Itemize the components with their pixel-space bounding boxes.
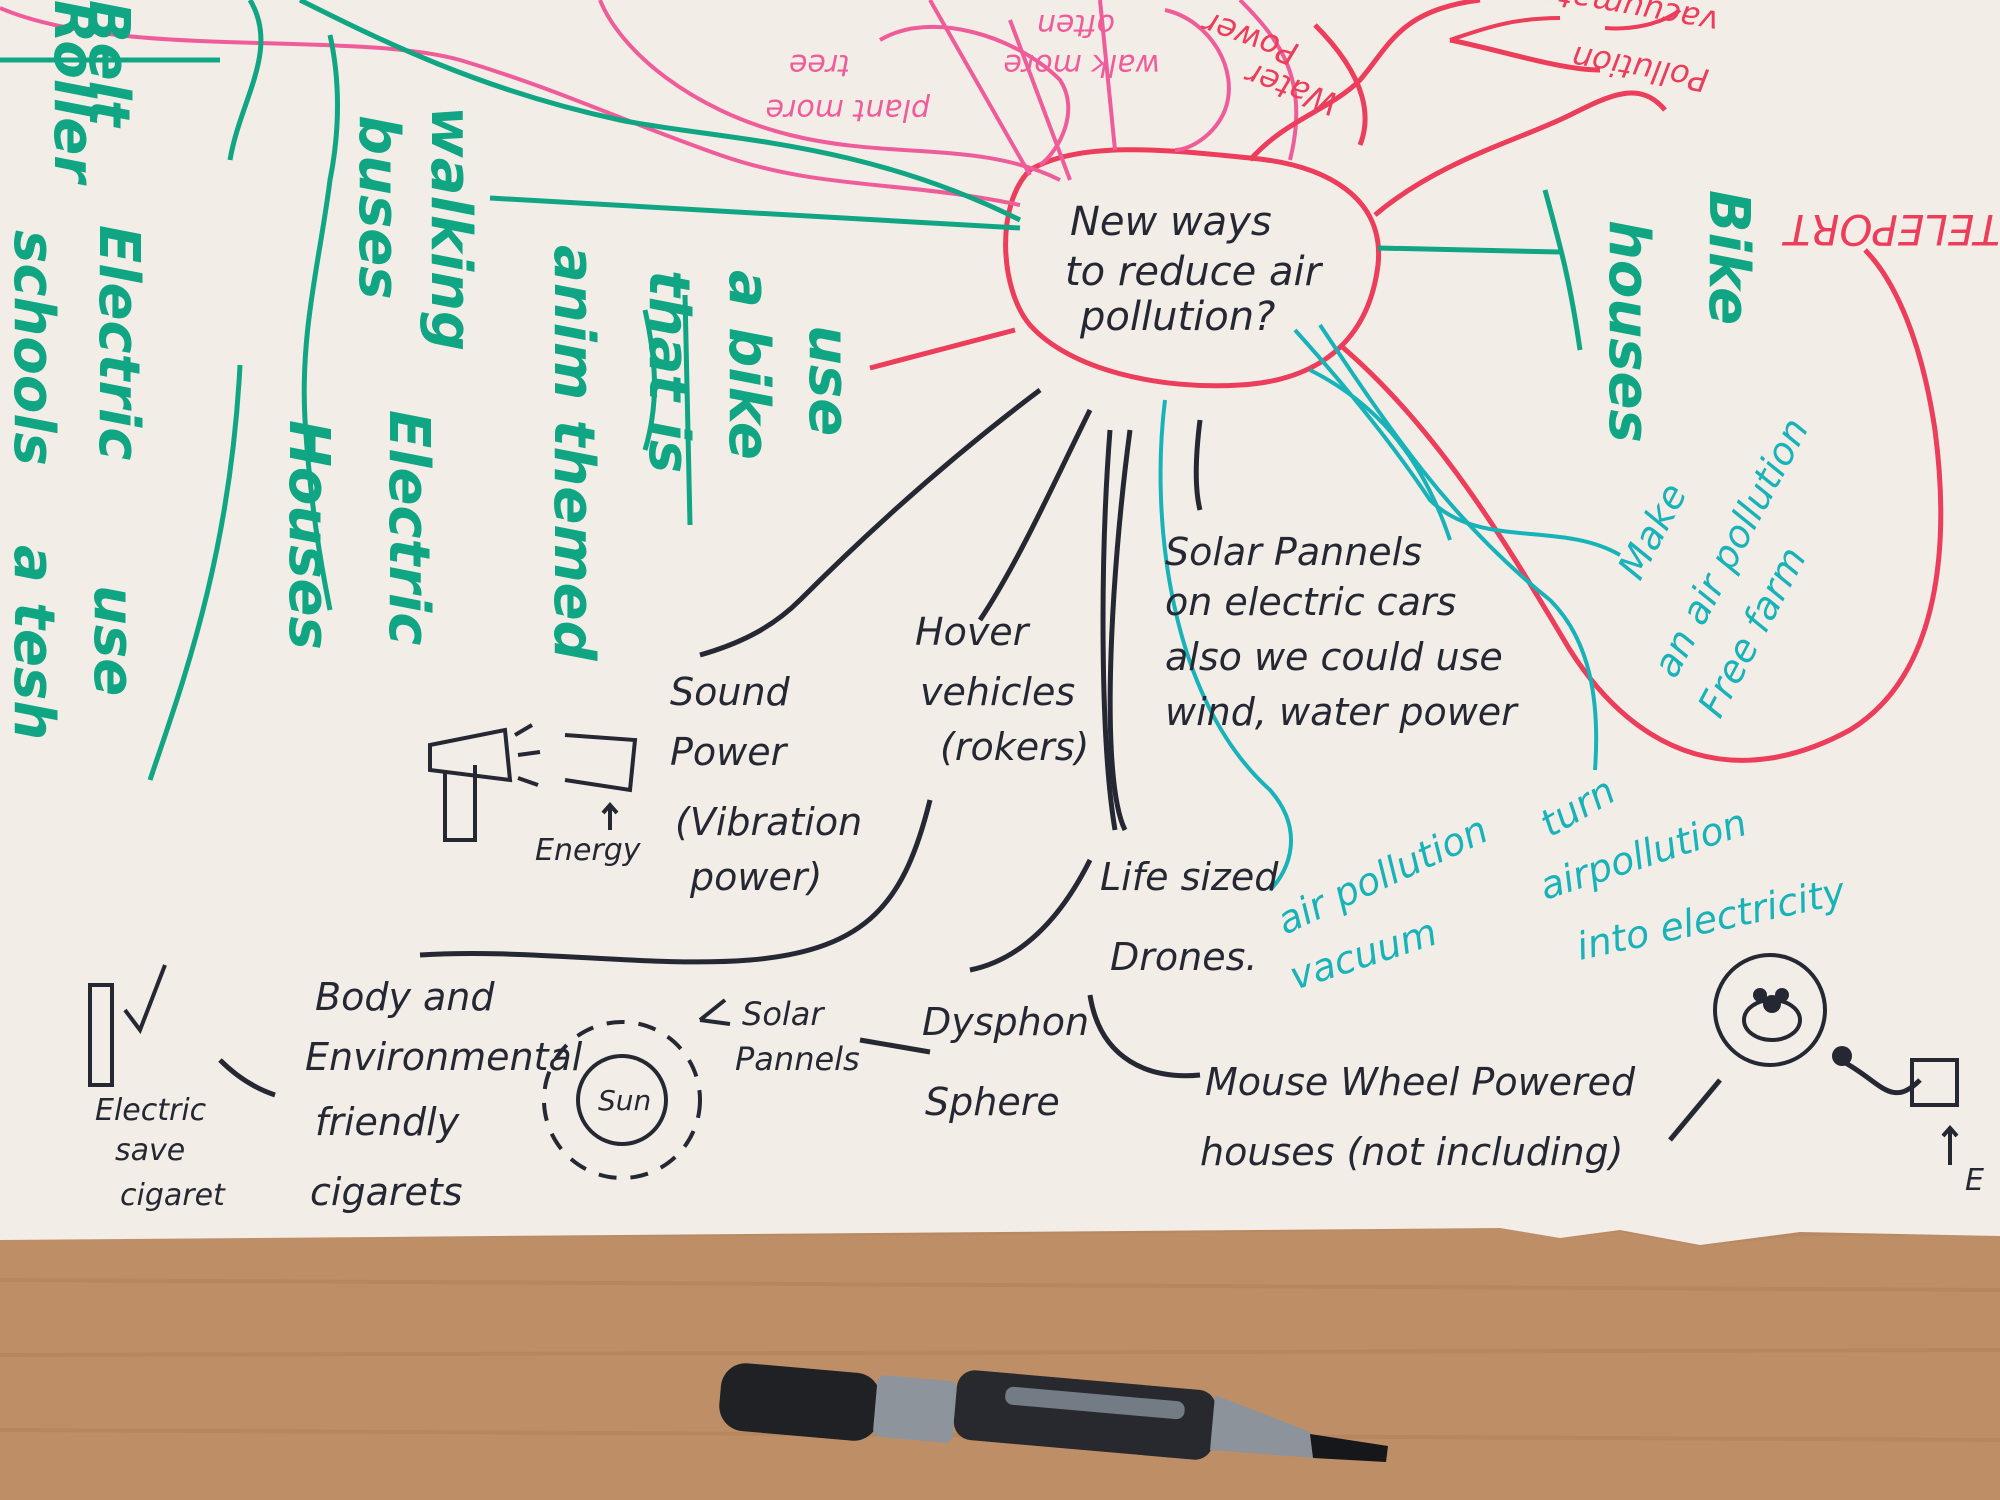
roller-belt-line-1: Roller	[41, 0, 106, 186]
central-question-line-2: to reduce air	[1065, 249, 1324, 295]
anime-bike-line-3: that is	[636, 270, 701, 473]
electric-cigarette-line-3: cigaret	[120, 1178, 226, 1213]
green-branches	[0, 0, 1583, 781]
hover-vehicles-line-3: (rokers)	[940, 725, 1089, 769]
anime-bike-line-4: anim themed	[541, 245, 606, 662]
walking-buses-line-1: walking	[418, 106, 483, 351]
mouse-wheel-drawing	[1713, 953, 1959, 1165]
electric-schools-line-4: a tesh	[1, 545, 66, 740]
walk-often-line-2: often	[1037, 7, 1115, 42]
eco-cigarettes-line-2: Environmental	[305, 1035, 583, 1079]
central-question-line-1: New ways	[1070, 199, 1272, 245]
anime-bike-line-2: a bike	[716, 270, 781, 460]
walking-buses-line-2: buses	[346, 115, 411, 300]
walk-often-line-1: walk more	[1003, 47, 1160, 82]
sound-power-line-2: Power	[670, 730, 789, 774]
teleport-label: TELEPORT	[1781, 205, 2000, 254]
bike-houses-line-1: Bike	[1696, 190, 1761, 325]
eco-cigarettes-line-4: cigarets	[310, 1170, 463, 1214]
solar-cars-line-1: Solar Pannels	[1165, 530, 1422, 574]
sun-drawing	[542, 998, 731, 1180]
solar-panels-label-line-1: Solar	[742, 995, 825, 1033]
hairdryer-drawing	[428, 723, 638, 842]
sound-power-line-3: (Vibration	[675, 800, 862, 844]
mouse-wheel-houses-line-2: houses (not including)	[1200, 1130, 1624, 1174]
dyson-sphere-line-1: Dysphon	[922, 1000, 1089, 1044]
hover-vehicles-line-1: Hover	[915, 610, 1031, 654]
electric-schools-line-3: use	[81, 585, 146, 696]
electric-houses-line-2: Houses	[276, 420, 341, 650]
solar-cars-line-4: wind, water power	[1165, 690, 1519, 734]
black-marker-pen	[719, 1363, 1388, 1462]
sound-power-line-1: Sound	[670, 670, 791, 714]
eco-cigarettes-line-3: friendly	[315, 1100, 460, 1144]
life-drones-line-2: Drones.	[1110, 935, 1257, 979]
central-question-line-3: pollution?	[1079, 294, 1275, 340]
bike-houses-line-2: houses	[1596, 220, 1661, 443]
sun-label: Sun	[598, 1084, 651, 1117]
life-drones-line-1: Life sized	[1100, 855, 1279, 899]
energy-label: Energy	[535, 833, 642, 868]
mouse-wheel-houses-line-1: Mouse Wheel Powered	[1205, 1060, 1636, 1104]
electric-schools-line-1: Electric	[86, 225, 151, 460]
electric-cigarette-line-1: Electric	[95, 1093, 207, 1128]
pink-branches	[0, 0, 1299, 207]
dyson-sphere-line-2: Sphere	[925, 1080, 1060, 1124]
cyan-branches	[1158, 323, 1622, 892]
black-branches	[218, 388, 1922, 1142]
solar-cars-line-2: on electric cars	[1165, 580, 1456, 624]
sound-power-line-4: power)	[689, 855, 822, 899]
solar-cars-line-3: also we could use	[1165, 635, 1503, 679]
roller-belt-line-2: Belt	[76, 0, 141, 129]
eco-cigarettes-line-1: Body and	[315, 975, 495, 1019]
electric-schools-line-2: schools	[1, 230, 66, 466]
cigarette-drawing	[88, 964, 167, 1087]
solar-panels-label-line-2: Pannels	[735, 1040, 860, 1078]
plant-trees-line-1: plant more	[766, 92, 931, 127]
mouse-energy-label: E	[1965, 1163, 1984, 1198]
hover-vehicles-line-2: vehicles	[920, 670, 1075, 714]
electric-cigarette-line-2: save	[115, 1133, 185, 1168]
anime-bike-line-1: use	[796, 325, 861, 436]
poster-paper	[0, 0, 2000, 1245]
electric-houses-line-1: Electric	[376, 410, 441, 645]
central-bubble	[1003, 147, 1382, 389]
plant-trees-line-2: tree	[789, 47, 850, 82]
